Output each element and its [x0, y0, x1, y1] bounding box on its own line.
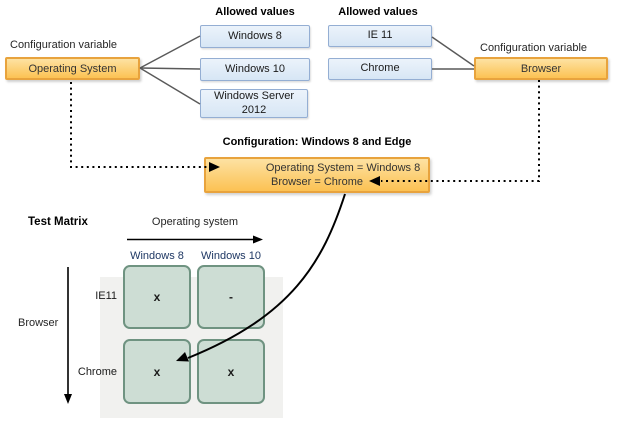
- os-variable-box[interactable]: Operating System: [5, 57, 140, 80]
- y-axis-arrow: [64, 267, 72, 404]
- matrix-cell-chrome-windows8[interactable]: x: [123, 339, 191, 404]
- y-axis-label: Browser: [18, 317, 59, 329]
- browser-value-ie11-label: IE 11: [367, 29, 393, 42]
- x-axis-arrow: [127, 235, 263, 244]
- os-allowed-values-header: Allowed values: [215, 6, 295, 18]
- os-value-windows-server-2012-label: Windows Server 2012: [213, 89, 295, 116]
- os-value-windows8-label: Windows 8: [228, 29, 282, 42]
- matrix-cell-ie11-windows10[interactable]: -: [197, 265, 265, 329]
- matrix-cell-value: x: [153, 364, 161, 379]
- matrix-cell-value: -: [229, 290, 233, 304]
- matrix-row-label-chrome: Chrome: [77, 366, 117, 378]
- matrix-row-label-ie11: IE11: [95, 290, 117, 302]
- browser-variable-name: Browser: [520, 62, 562, 75]
- matrix-cell-value: x: [227, 364, 235, 379]
- os-value-connector-lines: [139, 35, 201, 105]
- browser-value-connector-lines: [431, 36, 475, 70]
- configuration-box[interactable]: Operating System = Windows 8 Browser = C…: [204, 157, 430, 193]
- os-value-windows-server-2012[interactable]: Windows Server 2012: [200, 89, 308, 118]
- configuration-title: Configuration: Windows 8 and Edge: [222, 136, 412, 148]
- os-value-windows10-label: Windows 10: [225, 62, 285, 75]
- browser-allowed-values-header: Allowed values: [338, 6, 418, 18]
- configuration-line-os: Operating System = Windows 8: [265, 162, 421, 174]
- os-dotted-arrow: [70, 82, 220, 172]
- browser-value-chrome-label: Chrome: [360, 62, 400, 75]
- os-value-windows8[interactable]: Windows 8: [200, 25, 310, 48]
- matrix-cell-value: x: [153, 290, 161, 304]
- test-matrix-title: Test Matrix: [28, 216, 88, 228]
- matrix-cell-ie11-windows8[interactable]: x: [123, 265, 191, 329]
- os-value-windows10[interactable]: Windows 10: [200, 58, 310, 81]
- browser-value-chrome[interactable]: Chrome: [328, 58, 432, 80]
- os-variable-name: Operating System: [28, 62, 117, 75]
- browser-variable-caption: Configuration variable: [480, 42, 588, 54]
- matrix-column-header-windows8: Windows 8: [130, 250, 184, 262]
- matrix-column-header-windows10: Windows 10: [201, 250, 261, 262]
- configuration-line-browser: Browser = Chrome: [270, 176, 363, 188]
- matrix-cell-chrome-windows10[interactable]: x: [197, 339, 265, 404]
- x-axis-label: Operating system: [151, 216, 239, 228]
- browser-value-ie11[interactable]: IE 11: [328, 25, 432, 47]
- os-variable-caption: Configuration variable: [10, 39, 118, 51]
- browser-variable-box[interactable]: Browser: [474, 57, 608, 80]
